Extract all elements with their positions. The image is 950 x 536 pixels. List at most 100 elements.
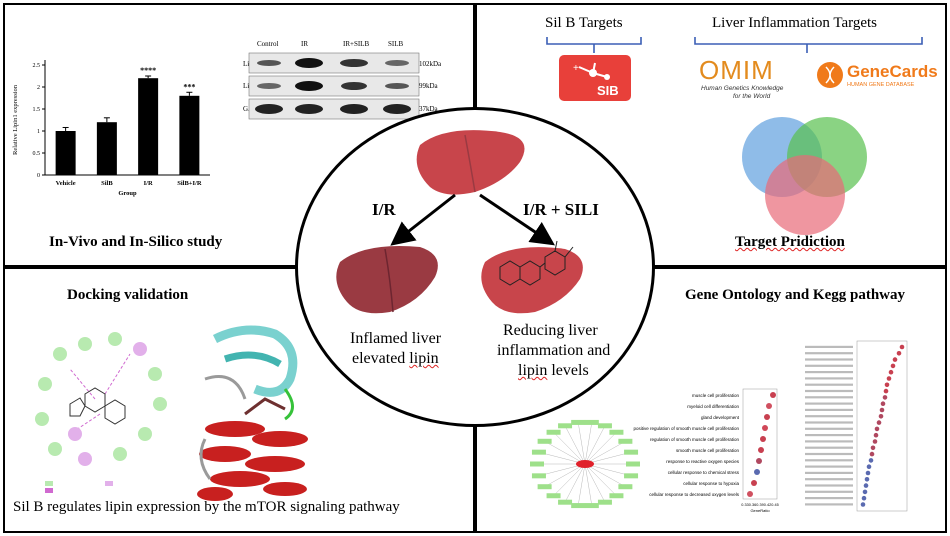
go-dot (760, 436, 766, 442)
network-edge (564, 425, 586, 465)
network-node (584, 419, 599, 425)
kegg-term-placeholder (805, 434, 853, 437)
network-edge (584, 463, 592, 506)
network-edge (544, 441, 586, 465)
kegg-dot (892, 357, 898, 362)
network-edge (584, 422, 592, 465)
kegg-term-placeholder (805, 471, 853, 474)
kegg-dot (870, 445, 876, 451)
kegg-dotplot (805, 340, 908, 512)
svg-text:+: + (573, 63, 579, 74)
go-plot-frame (742, 388, 778, 500)
docking-caption: Sil B regulates lipin expression by the … (13, 499, 400, 515)
center-graphics (336, 130, 583, 314)
network-edge (553, 432, 586, 465)
kegg-term-placeholder (805, 490, 853, 493)
kegg-dot (886, 376, 892, 381)
dna-icon-strands (825, 66, 835, 84)
panel-title-target: Target Pridiction (735, 234, 845, 251)
kegg-term-placeholder (805, 465, 853, 468)
kegg-term-placeholder (805, 459, 853, 462)
liver-targets-label: Liver Inflammation Targets (712, 15, 878, 31)
treated-liver (481, 247, 583, 314)
genecards-logo-text: GeneCards (847, 62, 938, 81)
bar (138, 78, 159, 175)
go-dot (756, 458, 762, 464)
kegg-dot (880, 401, 886, 406)
go-term-label: muscle cell proliferation (692, 393, 740, 398)
go-x-tick: 0.39 (756, 503, 763, 507)
go-term-label: positive regulation of smooth muscle cel… (633, 426, 739, 431)
bar (179, 95, 200, 175)
arrow-right (479, 193, 555, 246)
go-term-label: cellular response to hypoxia (683, 481, 739, 486)
kegg-dot (872, 439, 878, 444)
network-edge (584, 463, 606, 503)
left-caption-2-text: elevated lipin (352, 350, 439, 367)
network-node (530, 461, 544, 467)
y-tick-label: 2 (37, 85, 40, 91)
kegg-dot (874, 426, 880, 432)
right-caption-3-text: lipin levels (518, 362, 589, 379)
kegg-dot (861, 495, 867, 501)
kegg-term-placeholder (805, 421, 853, 424)
kegg-term-placeholder (805, 371, 853, 374)
category-label: SilB (101, 180, 113, 187)
go-term-label: smooth muscle cell proliferation (676, 448, 740, 453)
y-axis-label: Relative Lipin1 expression (12, 84, 19, 155)
network-node (531, 449, 546, 455)
kegg-plot-frame (856, 340, 908, 512)
sib-logo-mark: + (573, 62, 610, 80)
kegg-dot (869, 451, 875, 457)
kegg-dot (863, 483, 869, 488)
category-label: I/R (144, 180, 153, 187)
y-tick-label: 0.5 (33, 151, 41, 157)
y-tick-label: 0 (37, 173, 40, 179)
go-dot (747, 491, 753, 497)
network-node (626, 461, 640, 467)
western-blot: Control IR IR+SILB SILB Lipin1 Lipin2 GA… (243, 35, 453, 135)
kegg-dot (882, 395, 888, 400)
omim-sub-1: Human Genetics Knowledge (701, 85, 784, 92)
network-hub (576, 460, 594, 468)
go-dot (751, 480, 757, 486)
network-edge (584, 463, 626, 487)
kegg-term-placeholder (805, 452, 853, 456)
kegg-term-placeholder (805, 408, 853, 411)
right-caption-3: lipin levels (518, 362, 589, 380)
omim-logo: OMIM Human Genetics Knowledge for the Wo… (699, 55, 814, 101)
network-node (584, 503, 599, 509)
kegg-term-placeholder (805, 446, 853, 449)
blot-header-control: Control (257, 40, 279, 48)
kegg-dot (878, 414, 884, 419)
kegg-term-placeholder (805, 497, 853, 500)
left-caption-1: Inflamed liver (350, 330, 442, 347)
kegg-dot (860, 502, 866, 507)
y-tick-label: 1.5 (33, 107, 41, 113)
go-term-label: cellular response to chemical stress (668, 470, 740, 475)
kegg-term-placeholder (805, 427, 853, 430)
kegg-dot (899, 344, 905, 350)
inflamed-liver (336, 246, 438, 314)
blot-header-irsilb: IR+SILB (343, 40, 370, 48)
interaction-2d-diagram (35, 332, 167, 466)
network-node (571, 503, 586, 509)
network-edge (584, 463, 617, 496)
kegg-term-placeholder (805, 478, 853, 481)
network-edge (544, 463, 586, 487)
kegg-dot (883, 388, 889, 394)
go-dots: muscle cell proliferation myeloid cell di… (633, 388, 779, 513)
panel-title-go: Gene Ontology and Kegg pathway (685, 287, 906, 303)
blot-kda-gapdh: 37kDa (419, 105, 438, 113)
go-dot (764, 414, 770, 420)
genecards-sub: HUMAN GENE DATABASE (847, 82, 915, 88)
kegg-term-placeholder (805, 484, 853, 487)
network-node (546, 429, 561, 435)
network-node (618, 484, 633, 490)
go-term-label: myeloid cell differentiation (687, 404, 739, 409)
kegg-dot (864, 477, 870, 482)
network-node (618, 438, 633, 444)
blot-header-ir: IR (301, 40, 308, 48)
network-edge (584, 425, 606, 465)
